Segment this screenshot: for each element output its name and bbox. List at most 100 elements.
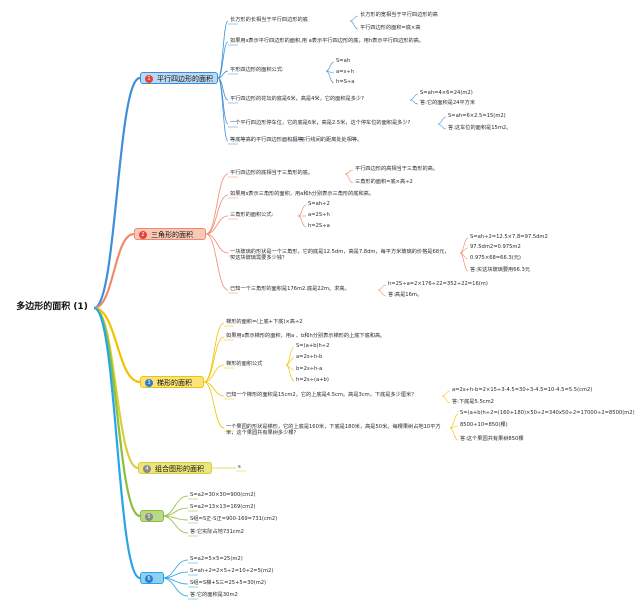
sub-topic: 0.975×68=66.3(元) (470, 255, 521, 261)
branch-label: 平行四边形的面积 (157, 75, 213, 83)
connector (205, 173, 229, 235)
connector (441, 395, 451, 404)
child-topic: 平行四边形的花坛的底是6米，高是4米，它的面积是多少? (230, 96, 364, 102)
connector (297, 215, 307, 228)
connector (449, 413, 459, 429)
connector (217, 41, 229, 79)
sub-topic: 答:这车位的面积是15m2。 (448, 125, 512, 131)
sub-topic: S=(a+b)h÷2=(160+180)×50÷2=340x50÷2=17000… (460, 410, 635, 416)
sub-topic: a=2S÷h (308, 212, 330, 218)
connector (93, 306, 141, 384)
connector (161, 577, 189, 597)
branch-label: 组合图形的面积 (155, 465, 204, 473)
connector (205, 233, 229, 254)
root-topic: 多边形的面积 (1) (16, 302, 88, 312)
connector (344, 169, 354, 175)
connector (325, 70, 335, 84)
child-topic: 一块玻璃的形状是一个三角形，它的底是12.5dm，高是7.8dm，每平方米玻璃的… (230, 249, 450, 261)
connector (203, 381, 225, 429)
connector (437, 123, 447, 130)
sub-topic: b=2s÷h-a (296, 366, 323, 372)
sub-topic: 平行线间的距离处处相等。 (300, 137, 363, 143)
sub-topic: 平行四边形的面积=底×高 (360, 25, 421, 31)
sub-topic: S=ah=6×2.5=15(m2) (448, 113, 506, 119)
connector (93, 232, 135, 310)
sub-topic: a=s÷h (336, 69, 354, 75)
sub-topic: 答:它的面积是24平方米 (420, 100, 476, 106)
child-topic: 一个果园的形状是梯形，它的上底是160米，下底是180米，高是50米。每棵果树占… (226, 424, 441, 436)
child-topic: 梯形的面积=(上底+下底)×高÷2 (226, 319, 303, 325)
connector (285, 346, 295, 366)
connector (203, 322, 225, 383)
connector (217, 77, 229, 142)
branch-number-badge: 6 (145, 575, 153, 583)
child-topic: 已知一个梯形的面积是15cm2，它的上底是4.5cm。高是3cm，下底是多少厘米… (226, 392, 417, 398)
connector (409, 99, 419, 105)
connector (205, 233, 229, 291)
sub-topic: S=ah÷2=12.5×7.8=97.5dm2 (470, 234, 548, 240)
child-topic: 等底等高的平行四边形面积相等。 (230, 137, 308, 143)
connector (203, 336, 225, 383)
branch-topic: 4 组合图形的面积 (138, 462, 212, 474)
branch-label: 三角形的面积 (151, 231, 193, 239)
sub-topic: 长方形的宽相当于平行四边形的高 (360, 12, 438, 18)
branch-number-badge: 5 (145, 513, 153, 521)
child-topic: S组=S梯+S三=25+5=30(m2) (190, 580, 267, 586)
sub-topic: 97.5dm2=0.975m2 (470, 244, 521, 250)
connector (449, 427, 459, 441)
child-topic: S=a2=30×30=900(cm2) (190, 492, 256, 498)
sub-topic: h=2s÷(a+b) (296, 377, 329, 383)
sub-topic: 三角形的面积=底×高÷2 (355, 179, 413, 185)
sub-topic: S=ah (336, 58, 351, 64)
sub-topic: 8500÷10=850(棵) (460, 422, 508, 428)
child-topic: 梯形的面积公式 (226, 361, 263, 367)
connector (449, 425, 459, 429)
child-topic: S=a2=13×13=169(cm2) (190, 504, 256, 510)
child-topic: 答:它的面积是30m2 (190, 592, 238, 598)
connector (409, 93, 419, 101)
connector (297, 204, 307, 217)
sub-topic: 答:这个果园共有果树850棵 (460, 436, 524, 442)
child-topic: 一个平行四边形停车位，它的底是6米，高是2.5米，这个停车位的面积是多少? (230, 120, 411, 126)
connector (217, 20, 229, 79)
branch-number-badge: 2 (139, 231, 147, 239)
connector (285, 357, 295, 366)
sub-topic: h=2S÷a=2×176÷22=352÷22=16(m) (388, 281, 488, 287)
connector (325, 61, 335, 72)
child-topic: 平形四边形的面积公式: (230, 67, 284, 73)
connector (161, 515, 189, 534)
child-topic: 已知一个三角形的面积是176m2.底是22m。求高。 (230, 286, 350, 292)
sub-topic: h=S÷a (336, 79, 355, 85)
sub-topic: h=2S÷a (308, 223, 330, 229)
connector (205, 194, 229, 235)
branch-label: 梯形的面积 (157, 379, 192, 387)
child-topic: 如果用s表示梯形的面积，用a 、b和h分别表示梯形的上底下底和高。 (226, 333, 386, 339)
child-topic: 长方形的长相当于平行四边形的底 (230, 17, 308, 23)
connector (217, 77, 229, 125)
connector (349, 15, 359, 22)
connector (459, 252, 469, 272)
branch-topic: 2 三角形的面积 (134, 228, 206, 240)
child-topic: S=ah÷2=2×5÷2=10÷2=5(m2) (190, 568, 274, 574)
child-topic: S组=S正-S正=900-169=731(cm2) (190, 516, 278, 522)
sub-topic: a=2s÷h-b (296, 354, 323, 360)
child-topic: s (238, 464, 241, 470)
sub-topic: 答:高是16m。 (388, 292, 423, 298)
connector (93, 76, 141, 310)
branch-number-badge: 3 (145, 379, 153, 387)
connector (205, 215, 229, 235)
child-topic: 三角形的面积公式: (230, 212, 274, 218)
connector (161, 495, 189, 517)
sub-topic: 答:下底是5.5cm2 (452, 399, 494, 405)
branch-number-badge: 4 (143, 465, 151, 473)
connector (285, 364, 295, 382)
connector (349, 20, 359, 30)
sub-topic: a=2s÷h-b=2×15÷3-4.5=30÷3-4.5=10-4.5=5.5(… (452, 387, 593, 393)
child-topic: 平行四边形的底相当于三角形的底。 (230, 170, 314, 176)
connector (441, 390, 451, 397)
branch-topic: 1 平行四边形的面积 (140, 72, 218, 84)
connector (344, 173, 354, 184)
branch-number-badge: 1 (145, 75, 153, 83)
sub-topic: 答:买这块玻璃要用66.3元 (470, 267, 530, 273)
